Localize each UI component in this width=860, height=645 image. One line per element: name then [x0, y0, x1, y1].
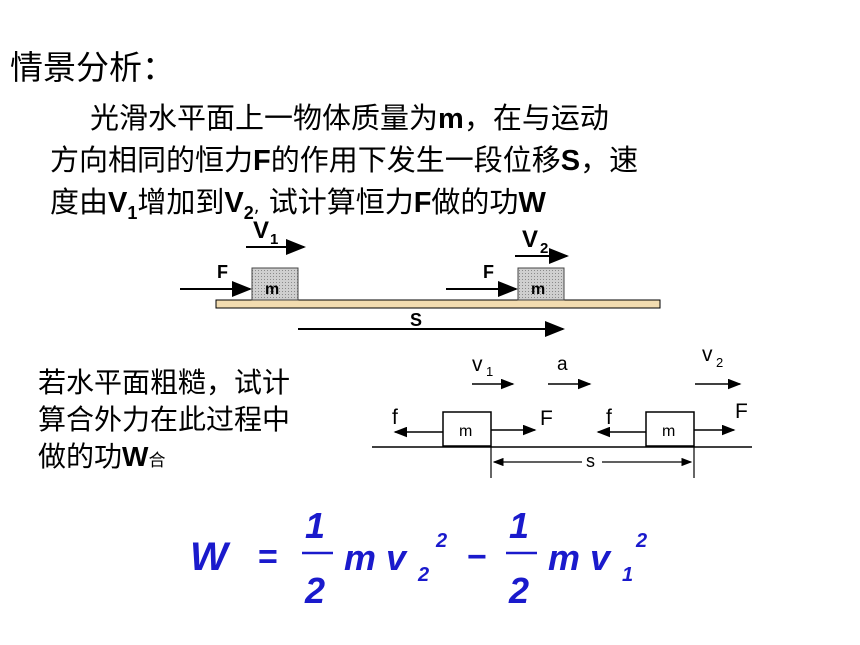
accel-label: a [557, 354, 568, 375]
displacement-label-2: s [586, 451, 595, 471]
velocity-symbol: V [108, 187, 128, 219]
text: 试计算恒力 [259, 185, 414, 219]
text: ，速 [580, 143, 639, 177]
scenario-line-3: 度由V1增加到V2, 试计算恒力F做的功W [50, 182, 546, 233]
mass-label-left: m [265, 281, 279, 298]
formula-minus: − [467, 538, 487, 576]
v2-label: V [522, 226, 538, 253]
comma: , [253, 196, 260, 217]
subscript: 2 [243, 203, 254, 223]
v1-label: V [253, 217, 269, 244]
mass-block-right [517, 267, 565, 301]
rough-question-line-2: 算合外力在此过程中 [38, 403, 291, 436]
rough-question-line-3: 做的功W合 [38, 438, 165, 480]
ground-plank [215, 299, 661, 309]
displacement-label: S [410, 310, 422, 330]
mass-label-right: m [531, 281, 545, 298]
formula-sub2: 1 [622, 564, 633, 586]
mass-block-left-2 [442, 411, 492, 447]
formula-equals: = [258, 538, 278, 576]
formula-sup2: 2 [635, 530, 647, 552]
force-label-right: F [483, 262, 494, 282]
text: ，在与运动 [463, 101, 609, 135]
work-energy-formula: W = 1 2 m v 2 2 − 1 2 m v 1 2 [190, 505, 647, 611]
page-title: 情景分析： [10, 48, 175, 87]
force-label-left-2: F [540, 407, 553, 430]
text: 度由 [50, 185, 109, 219]
formula-W: W [190, 535, 231, 579]
mass-block-left [251, 267, 299, 301]
formula-term1: m v [344, 537, 408, 578]
text: 做的功 [38, 440, 123, 473]
rough-surface-diagram: v 1 a v 2 f m F f m F s [372, 343, 752, 478]
force-label-left: F [217, 262, 228, 282]
mass-label-right-2: m [662, 423, 675, 440]
scenario-line-1: 光滑水平面上一物体质量为m，在与运动 [90, 98, 609, 139]
force-label-right-2: F [735, 400, 748, 423]
mass-symbol: m [438, 103, 464, 135]
text: 光滑水平面上一物体质量为 [90, 101, 439, 135]
formula-term2: m v [548, 537, 612, 578]
friction-label-left: f [392, 406, 398, 429]
work-symbol: W [518, 187, 546, 219]
formula-num2: 1 [509, 505, 529, 546]
v2-subscript: 2 [540, 240, 548, 257]
rough-question-line-1: 若水平面粗糙，试计 [38, 366, 291, 399]
mass-label-left-2: m [459, 423, 472, 440]
v1-label-2: v [472, 353, 483, 376]
formula-den1: 2 [304, 570, 325, 611]
force-symbol: F [413, 187, 432, 219]
text: 做的功 [431, 185, 519, 219]
velocity-symbol: V [224, 187, 244, 219]
v2-subscript-2: 2 [716, 355, 723, 370]
v1-subscript-2: 1 [486, 364, 493, 379]
text: 的作用下发生一段位移 [270, 143, 561, 177]
force-symbol: F [253, 145, 271, 177]
subscript: 1 [127, 203, 138, 223]
v1-subscript: 1 [270, 231, 278, 248]
mass-block-right-2 [645, 411, 695, 447]
text: 增加到 [137, 185, 225, 219]
scenario-line-2: 方向相同的恒力F的作用下发生一段位移S，速 [50, 140, 638, 181]
friction-label-right: f [606, 406, 612, 429]
subscript: 合 [148, 451, 166, 471]
text: 方向相同的恒力 [50, 143, 254, 177]
formula-sup1: 2 [435, 530, 447, 552]
work-symbol: W [122, 441, 149, 472]
formula-sub1: 2 [417, 564, 429, 586]
displacement-symbol: S [560, 145, 581, 177]
formula-num1: 1 [305, 505, 325, 546]
v2-label-2: v [702, 343, 713, 366]
formula-den2: 2 [508, 570, 529, 611]
